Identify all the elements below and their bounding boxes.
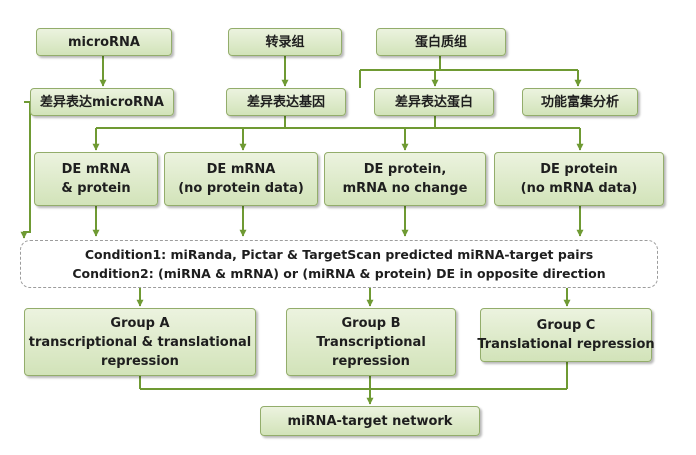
node-group-a-line2: transcriptional & translational	[28, 334, 252, 350]
node-de-protein-no-change-line1: DE protein,	[363, 162, 447, 177]
node-de-genes: 差异表达基因	[226, 88, 346, 116]
node-enrichment-analysis: 功能富集分析	[522, 88, 638, 116]
node-group-a-line3: repression	[101, 353, 179, 369]
node-de-mrna-no-protein-line1: DE mRNA	[206, 162, 276, 177]
node-group-a-line1: Group A	[110, 315, 170, 331]
node-transcriptome-label: 转录组	[265, 34, 305, 50]
node-de-mrna-protein-line1: DE mRNA	[61, 162, 131, 177]
arrow-de-microrna-to-conditions	[20, 101, 31, 239]
node-proteome-label: 蛋白质组	[414, 34, 467, 50]
node-de-mrna-no-protein: DE mRNA (no protein data)	[164, 152, 318, 206]
node-group-b-line1: Group B	[341, 315, 401, 331]
node-enrichment-label: 功能富集分析	[540, 94, 619, 110]
node-de-proteins: 差异表达蛋白	[374, 88, 494, 116]
node-group-b-line3: repression	[332, 353, 410, 369]
node-de-protein-no-mrna: DE protein (no mRNA data)	[494, 152, 664, 206]
node-de-proteins-label: 差异表达蛋白	[394, 94, 473, 110]
node-de-microrna-label: 差异表达microRNA	[39, 94, 164, 110]
node-de-protein-no-change-line2: mRNA no change	[342, 181, 468, 196]
node-group-b-line2: Transcriptional	[316, 334, 426, 350]
node-de-mrna-protein: DE mRNA & protein	[34, 152, 158, 206]
node-transcriptome: 转录组	[228, 28, 342, 56]
node-de-protein-no-mrna-line2: (no mRNA data)	[520, 181, 638, 196]
node-de-protein-mrna-no-change: DE protein, mRNA no change	[324, 152, 486, 206]
node-group-c-line2: Translational repression	[477, 337, 655, 352]
condition-1-text: Condition1: miRanda, Pictar & TargetScan…	[84, 247, 594, 262]
node-microrna-label: microRNA	[67, 34, 140, 50]
condition-box: Condition1: miRanda, Pictar & TargetScan…	[20, 240, 658, 288]
node-network-label: miRNA-target network	[287, 413, 453, 429]
node-microrna: microRNA	[36, 28, 172, 56]
node-proteome: 蛋白质组	[376, 28, 506, 56]
node-de-genes-label: 差异表达基因	[246, 94, 325, 110]
node-de-protein-no-mrna-line1: DE protein	[540, 162, 618, 177]
condition-2-text: Condition2: (miRNA & mRNA) or (miRNA & p…	[72, 266, 606, 281]
node-de-microrna: 差异表达microRNA	[30, 88, 174, 116]
node-de-mrna-protein-line2: & protein	[61, 181, 131, 196]
node-group-c-line1: Group C	[536, 318, 596, 333]
node-mirna-target-network: miRNA-target network	[260, 406, 480, 436]
node-group-a: Group A transcriptional & translational …	[24, 308, 256, 376]
node-de-mrna-no-protein-line2: (no protein data)	[178, 181, 304, 196]
node-group-b: Group B Transcriptional repression	[286, 308, 456, 376]
node-group-c: Group C Translational repression	[477, 308, 655, 362]
